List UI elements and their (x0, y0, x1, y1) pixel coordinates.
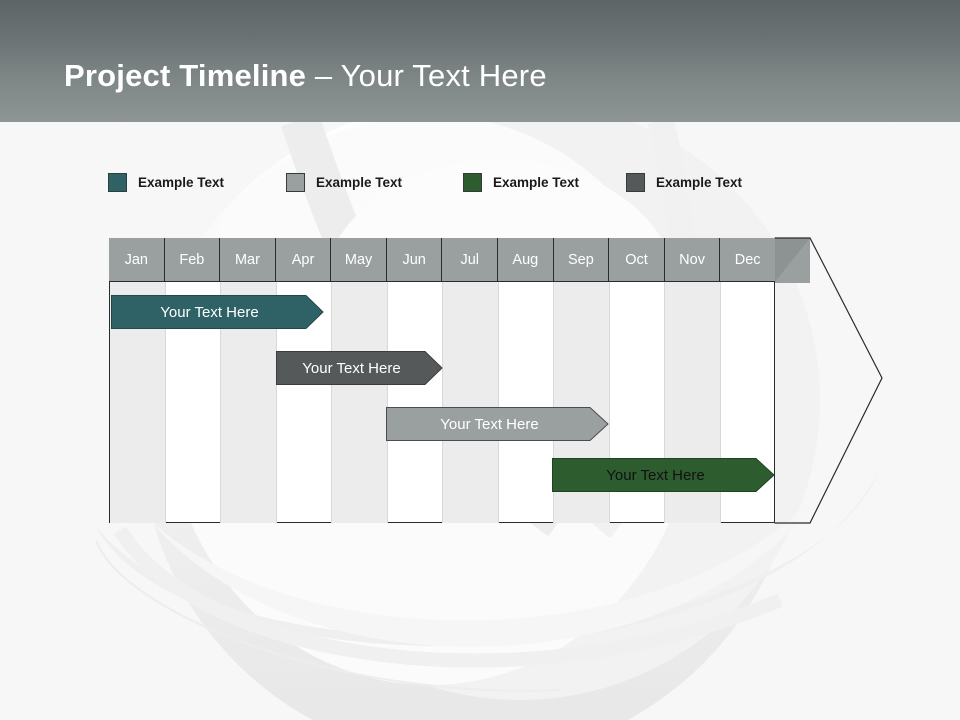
legend: Example Text Example Text Example Text E… (108, 170, 808, 194)
month-header-row: Jan Feb Mar Apr May Jun Jul Aug Sep Oct … (109, 238, 775, 282)
month-cell-feb[interactable]: Feb (164, 238, 221, 282)
legend-swatch-dark-gray-icon (626, 172, 645, 192)
task-bar-1-shape (111, 295, 324, 329)
month-cell-sep[interactable]: Sep (553, 238, 610, 282)
legend-label-3: Example Text (493, 174, 580, 190)
legend-item-3[interactable]: Example Text (463, 170, 579, 194)
column-divider-8 (553, 282, 554, 523)
legend-item-2[interactable]: Example Text (286, 170, 402, 194)
page-title-light: – Your Text Here (306, 58, 547, 93)
month-cell-dec[interactable]: Dec (720, 238, 775, 282)
column-divider-10 (664, 282, 665, 523)
legend-swatch-light-gray-icon (286, 172, 305, 192)
legend-item-4[interactable]: Example Text (626, 170, 742, 194)
page-title-bold: Project Timeline (64, 58, 307, 93)
month-cell-oct[interactable]: Oct (609, 238, 665, 282)
task-bar-3[interactable]: Your Text Here (386, 407, 609, 441)
column-stripe-mar (220, 238, 276, 523)
column-stripe-jan (110, 238, 165, 523)
month-cell-jul[interactable]: Jul (442, 238, 499, 282)
timeline-grid: Jan Feb Mar Apr May Jun Jul Aug Sep Oct … (109, 238, 775, 523)
legend-label-2: Example Text (316, 174, 403, 190)
month-cell-nov[interactable]: Nov (664, 238, 721, 282)
task-bar-4-label: Your Text Here (606, 466, 705, 484)
month-cell-jan[interactable]: Jan (109, 238, 165, 282)
legend-swatch-teal-icon (108, 172, 127, 192)
task-bar-4[interactable]: Your Text Here (552, 458, 775, 492)
column-divider-11 (719, 282, 721, 523)
task-bar-2[interactable]: Your Text Here (276, 351, 443, 385)
legend-label-4: Example Text (656, 174, 743, 190)
column-divider-4 (331, 282, 332, 523)
month-cell-may[interactable]: May (331, 238, 387, 282)
month-cell-aug[interactable]: Aug (498, 238, 554, 282)
legend-swatch-green-icon (463, 172, 482, 192)
task-bar-1[interactable]: Your Text Here (111, 295, 324, 329)
task-bar-2-shape (276, 351, 443, 385)
month-row-bottom-border (109, 281, 775, 282)
task-bar-1-label: Your Text Here (160, 303, 259, 321)
page-title: Project Timeline – Your Text Here (64, 60, 547, 91)
month-cell-jun[interactable]: Jun (386, 238, 443, 282)
month-cell-mar[interactable]: Mar (220, 238, 276, 282)
title-band: Project Timeline – Your Text Here (0, 0, 960, 122)
column-divider-5 (386, 282, 388, 523)
task-bar-2-label: Your Text Here (302, 359, 401, 377)
column-stripe-jul (442, 238, 498, 523)
column-divider-9 (608, 282, 610, 523)
column-divider-3 (275, 282, 277, 523)
column-divider-2 (220, 282, 221, 523)
task-bar-3-shape (386, 407, 609, 441)
column-divider-7 (497, 282, 499, 523)
task-bar-4-shape (552, 458, 775, 492)
column-divider-6 (442, 282, 443, 523)
column-divider-1 (164, 282, 166, 523)
month-cell-apr[interactable]: Apr (275, 238, 332, 282)
legend-label-1: Example Text (138, 174, 225, 190)
task-bar-3-label: Your Text Here (440, 415, 539, 433)
legend-item-1[interactable]: Example Text (108, 170, 224, 194)
